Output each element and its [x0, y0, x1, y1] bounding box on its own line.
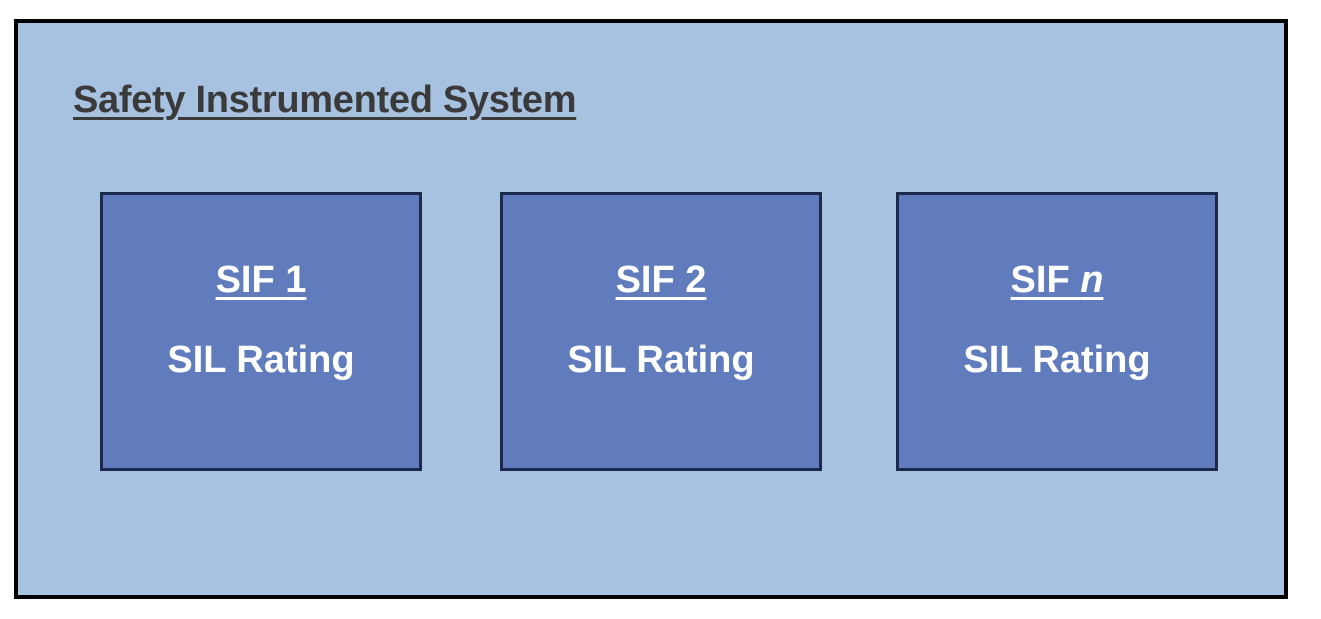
sif-1-index: 1: [285, 259, 307, 301]
sif-n-index: n: [1080, 259, 1104, 301]
sif-box-1: SIF 1 SIL Rating: [100, 192, 422, 471]
sif-n-prefix: SIF: [1010, 259, 1081, 301]
sif-1-name: SIF 1: [103, 258, 419, 302]
sif-2-index: 2: [685, 259, 707, 301]
sif-1-sil-rating: SIL Rating: [167, 339, 355, 381]
sif-2-name-underline: SIF 2: [616, 259, 707, 301]
sif-n-sil-rating: SIL Rating: [963, 339, 1151, 381]
sif-1-name-underline: SIF 1: [216, 259, 307, 301]
sif-n-name-underline: SIF n: [1011, 259, 1104, 301]
sif-2-name: SIF 2: [503, 258, 819, 302]
safety-instrumented-system-container: Safety Instrumented System SIF 1 SIL Rat…: [14, 19, 1288, 599]
sif-box-2: SIF 2 SIL Rating: [500, 192, 822, 471]
sif-2-sil-rating: SIL Rating: [567, 339, 755, 381]
sif-box-n: SIF n SIL Rating: [896, 192, 1218, 471]
sif-2-prefix: SIF: [615, 259, 686, 301]
sif-1-prefix: SIF: [215, 259, 286, 301]
sif-n-name: SIF n: [899, 258, 1215, 302]
system-title: Safety Instrumented System: [73, 79, 577, 121]
